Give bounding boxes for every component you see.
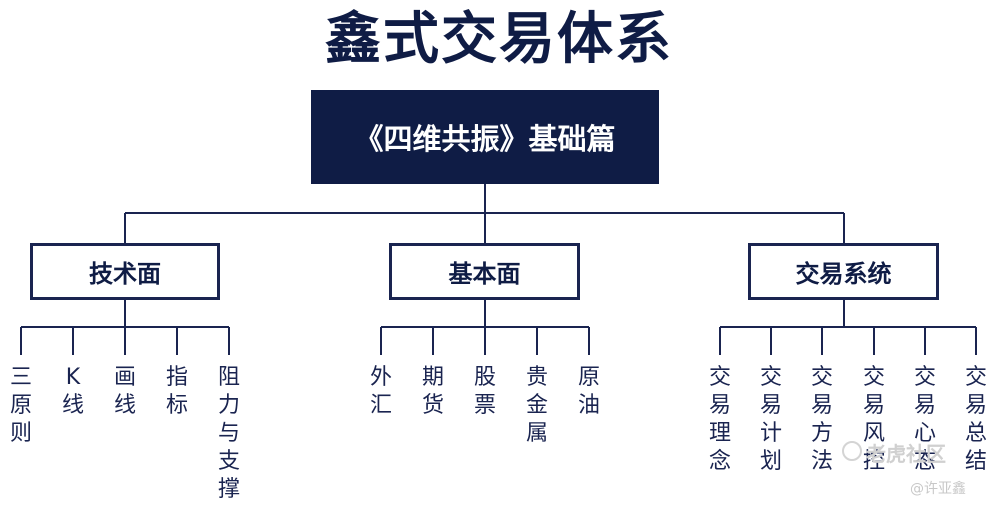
category-trading-system: 交易系统 — [748, 243, 939, 300]
leaf-forex: 外 汇 — [369, 365, 392, 418]
leaf-drawing-lines: 画 线 — [113, 365, 136, 418]
leaf-resistance-support: 阻 力 与 支 撑 — [217, 365, 240, 502]
category-fundamental: 基本面 — [389, 243, 580, 300]
leaf-trading-plan: 交 易 计 划 — [759, 365, 782, 474]
category-technical: 技术面 — [30, 243, 220, 300]
leaf-kline: K 线 — [61, 365, 84, 418]
author-credit: @许亚鑫 — [910, 481, 966, 497]
leaf-indicators: 指 标 — [165, 365, 188, 418]
leaf-risk-control: 交 易 风 控 — [862, 365, 885, 474]
leaf-trading-philosophy: 交 易 理 念 — [708, 365, 731, 474]
leaf-stocks: 股 票 — [473, 365, 496, 418]
leaf-trading-method: 交 易 方 法 — [810, 365, 833, 474]
leaf-three-principles: 三 原 则 — [9, 365, 32, 446]
root-node: 《四维共振》基础篇 — [311, 90, 659, 184]
leaf-trading-summary: 交 易 总 结 — [964, 365, 987, 474]
watermark-text: 老虎社区 — [866, 442, 946, 466]
leaf-crude-oil: 原 油 — [577, 365, 600, 418]
leaf-trading-mindset: 交 易 心 态 — [913, 365, 936, 474]
leaf-precious-metals: 贵 金 属 — [525, 365, 548, 446]
diagram-title: 鑫式交易体系 — [325, 7, 673, 72]
watermark-logo-icon — [842, 441, 862, 461]
leaf-futures: 期 货 — [421, 365, 444, 418]
